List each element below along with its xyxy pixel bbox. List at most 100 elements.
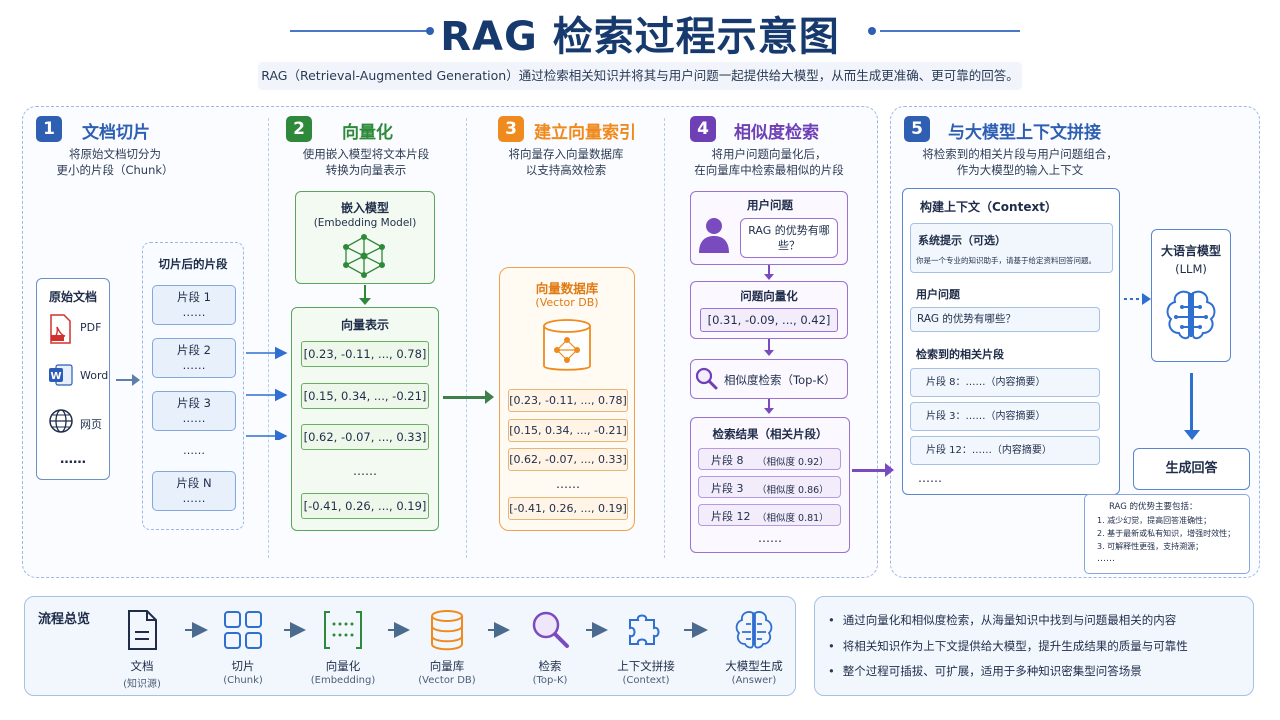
divider-1	[268, 118, 269, 558]
step-1-title: 文档切片	[82, 123, 150, 143]
overview-label-2: 切片	[231, 659, 255, 673]
answer-item-3: 3. 可解释性更强，支持溯源；	[1097, 542, 1204, 551]
system-prompt-title: 系统提示（可选）	[918, 234, 1006, 247]
source-docs-box	[36, 278, 110, 480]
step-4-title: 相似度检索	[734, 123, 819, 143]
neural-network-icon	[340, 234, 388, 278]
retrieved-ellipsis: ……	[918, 471, 942, 485]
magnifier-small-icon	[528, 608, 572, 652]
overview-panel	[24, 596, 796, 696]
retrieved-chunk-1: 片段 8：……（内容摘要）	[910, 368, 1100, 397]
arrow-head-results	[885, 463, 894, 477]
chunk-1: 片段 1……	[152, 285, 236, 325]
puzzle-icon	[624, 608, 668, 652]
step-5-desc-line-2: 作为大模型的输入上下文	[956, 163, 1084, 177]
answer-content-box: RAG 的优势主要包括： 1. 减少幻觉，提高回答准确性； 2. 基于最新或私有…	[1084, 494, 1250, 574]
retrieved-chunk-2: 片段 3：……（内容摘要）	[910, 402, 1100, 431]
brain-icon	[1162, 287, 1220, 343]
pdf-icon	[48, 314, 72, 344]
result-3-score: （相似度 0.81）	[757, 513, 829, 524]
vector-ellipsis: ……	[353, 464, 377, 478]
db-vector-3: [0.62, -0.07, ..., 0.33]	[508, 448, 628, 471]
arrow-q-to-vec	[768, 265, 770, 277]
vector-db-title: 向量数据库	[535, 281, 599, 296]
arrow-head-vec	[764, 350, 774, 356]
divider-3	[664, 118, 665, 558]
chunk-2: 片段 2……	[152, 338, 236, 378]
note-1: 通过向量化和相似度检索，从海量知识中找到与问题最相关的内容	[828, 612, 1177, 628]
embedding-model-title: 嵌入模型	[340, 201, 389, 215]
context-title: 构建上下文（Context）	[920, 200, 1057, 214]
database-icon	[540, 318, 594, 374]
chunk-2-label: 片段 2	[177, 343, 211, 357]
title-line-right	[880, 30, 1020, 32]
vector-icon	[321, 608, 365, 652]
vector-representation-title: 向量表示	[340, 318, 389, 332]
chunk-n-dots: ……	[182, 491, 206, 505]
src-pdf-label: PDF	[80, 321, 102, 334]
step-4-desc: 将用户问题向量化后， 在向量库中检索最相似的片段	[676, 146, 862, 178]
step-1-desc-line-2: 更小的片段（Chunk）	[56, 163, 174, 177]
chunks-ellipsis: ……	[183, 444, 205, 457]
chunks-title: 切片后的片段	[158, 257, 228, 271]
results-title: 检索结果（相关片段）	[712, 427, 828, 441]
user-question-title: 用户问题	[747, 198, 793, 212]
answer-ellipsis: ……	[1097, 554, 1115, 564]
step-3-number: 3	[498, 116, 524, 142]
result-3: 片段 12 （相似度 0.81）	[698, 504, 841, 526]
step-2-desc-line-1: 使用嵌入模型将文本片段	[302, 147, 430, 161]
title-line-left	[290, 30, 430, 32]
result-1-score: （相似度 0.92）	[757, 457, 829, 468]
overview-sub-7: (Answer)	[731, 675, 777, 686]
result-3-name: 片段 12	[711, 510, 751, 523]
overview-sub-5: (Top-K)	[532, 675, 568, 686]
answer-title: 生成回答	[1165, 461, 1218, 476]
step-4-desc-line-2: 在向量库中检索最相似的片段	[694, 163, 844, 177]
similarity-search-label: 相似度检索（Top-K）	[724, 373, 836, 387]
overview-label-5: 检索	[538, 659, 562, 673]
overview-label-3: 向量化	[325, 659, 361, 673]
step-5-desc: 将检索到的相关片段与用户问题组合， 作为大模型的输入上下文	[900, 146, 1140, 178]
arrow-head-llm	[1184, 430, 1200, 440]
db-vector-1: [0.23, -0.11, ..., 0.78]	[508, 389, 628, 412]
svg-text:W: W	[50, 371, 61, 382]
answer-item-2: 2. 基于最新或私有知识，增强时效性；	[1097, 529, 1236, 538]
ctx-user-question: RAG 的优势有哪些？	[910, 307, 1100, 332]
step-2-desc-line-2: 转换为向量表示	[325, 163, 407, 177]
overview-sub-1: (知识源)	[123, 679, 161, 690]
arrow-head-model	[359, 298, 371, 305]
src-web-label: 网页	[80, 418, 102, 431]
question-vector: [0.31, -0.09, ..., 0.42]	[700, 308, 838, 332]
result-2: 片段 3 （相似度 0.86）	[698, 476, 841, 498]
overview-sub-6: (Context)	[622, 675, 670, 686]
result-2-name: 片段 3	[711, 482, 744, 495]
arrow-head-vectors	[485, 390, 494, 404]
title-dot-left	[426, 27, 434, 35]
document-icon	[120, 608, 164, 652]
page-title: RAG 检索过程示意图	[440, 14, 840, 60]
overview-label-4: 向量库	[429, 659, 465, 673]
db-vector-4: [-0.41, 0.26, ..., 0.19]	[508, 497, 628, 520]
overview-arrows	[185, 622, 708, 638]
retrieved-chunk-3: 片段 12：……（内容摘要）	[910, 436, 1100, 465]
arrow-head-src	[132, 374, 140, 386]
step-4-number: 4	[690, 116, 716, 142]
arrow-vectors-to-db	[443, 396, 487, 399]
result-1: 片段 8 （相似度 0.92）	[698, 448, 841, 470]
magnifier-icon	[694, 366, 718, 390]
step-1-desc-line-1: 将原始文档切分为	[69, 147, 161, 161]
chunk-1-dots: ……	[182, 305, 206, 319]
llm-sub: (LLM)	[1175, 262, 1207, 276]
note-2: 将相关知识作为上下文提供给大模型，提升生成结果的质量与可靠性	[828, 638, 1188, 654]
word-icon: W	[48, 362, 74, 388]
brain-small-icon	[732, 608, 776, 652]
result-1-name: 片段 8	[711, 454, 744, 467]
vector-db-sub: (Vector DB)	[535, 296, 599, 309]
src-more: ……	[60, 452, 86, 467]
user-avatar-icon	[697, 216, 731, 254]
database-small-icon	[425, 608, 469, 652]
step-1-number: 1	[36, 116, 62, 142]
overview-label-1: 文档	[130, 659, 154, 673]
overview-title: 流程总览	[38, 612, 91, 627]
similarity-search-box	[690, 359, 848, 399]
